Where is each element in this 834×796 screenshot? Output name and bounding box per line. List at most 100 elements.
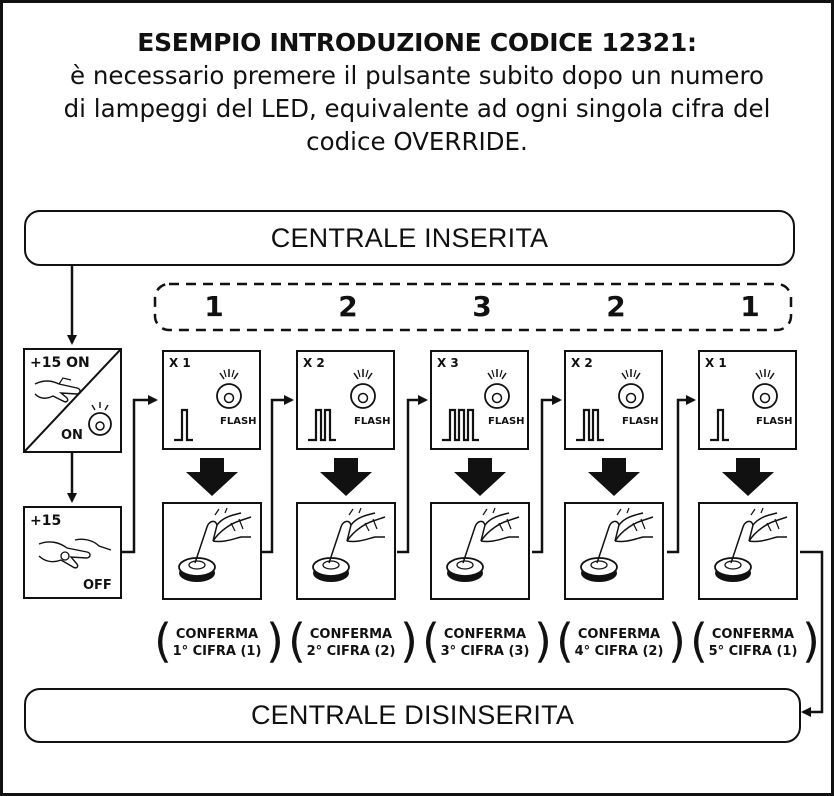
button-press-box <box>564 502 664 600</box>
caption-line-1: CONFERMA <box>711 627 795 642</box>
pulse-train-icon <box>576 408 604 442</box>
caption-line-2: 5° CIFRA (1) <box>708 644 798 659</box>
connector-step3-step4 <box>532 395 562 554</box>
on-state-box: +15 ON ON <box>23 348 122 453</box>
down-arrow-icon <box>588 458 640 496</box>
off-state-box: +15 OFF <box>23 506 122 599</box>
code-digit: 1 <box>740 290 760 323</box>
caption-text: CONFERMA 5° CIFRA (1) <box>698 626 808 660</box>
led-flash-box: X 1 FLASH <box>162 350 261 450</box>
code-digit: 3 <box>472 290 492 323</box>
bottom-state-box: CENTRALE DISINSERITA <box>24 688 801 743</box>
connector-start-step1 <box>122 395 158 554</box>
finger-press-icon <box>580 507 654 582</box>
caption-line-1: CONFERMA <box>443 627 527 642</box>
connector-step4-step5 <box>667 395 696 554</box>
pulse-train-icon <box>174 408 193 442</box>
paren-right: ) <box>534 614 552 668</box>
finger-press-icon <box>714 507 788 582</box>
paren-right: ) <box>802 614 820 668</box>
connector-step1-step2 <box>262 395 294 554</box>
caption-line-2: 3° CIFRA (3) <box>440 644 530 659</box>
flash-count: X 1 <box>169 356 191 370</box>
page-title: ESEMPIO INTRODUZIONE CODICE 12321: <box>137 28 697 57</box>
description-line-3: codice OVERRIDE. <box>306 127 528 156</box>
code-digit: 1 <box>204 290 224 323</box>
connector-step5-end <box>800 550 824 717</box>
caption-text: CONFERMA 2° CIFRA (2) <box>296 626 406 660</box>
button-press-box <box>162 502 262 600</box>
down-arrow-icon <box>186 458 238 496</box>
hand-remote-icon <box>34 377 81 403</box>
paren-right: ) <box>400 614 418 668</box>
description: è necessario premere il pulsante subito … <box>20 59 814 158</box>
led-flash-box: X 2 FLASH <box>296 350 395 450</box>
off-label: OFF <box>83 578 112 593</box>
paren-right: ) <box>266 614 284 668</box>
flash-count: X 1 <box>705 356 727 370</box>
finger-press-icon <box>446 507 520 582</box>
led-icon <box>618 369 644 409</box>
digits-dashed-box <box>153 282 793 332</box>
led-icon <box>350 369 376 409</box>
finger-press-icon <box>178 507 252 582</box>
down-arrow-icon <box>722 458 774 496</box>
description-line-1: è necessario premere il pulsante subito … <box>69 61 765 90</box>
button-press-box <box>430 502 530 600</box>
led-flash-box: X 2 FLASH <box>564 350 663 450</box>
header: ESEMPIO INTRODUZIONE CODICE 12321: è nec… <box>20 28 814 158</box>
flash-count: X 3 <box>437 356 459 370</box>
hand-press-icon <box>38 538 112 569</box>
off-tag: +15 <box>30 513 62 529</box>
paren-left: ( <box>690 614 708 668</box>
flash-label: FLASH <box>354 416 391 427</box>
caption-line-1: CONFERMA <box>175 627 259 642</box>
code-digit: 2 <box>338 290 358 323</box>
finger-press-icon <box>312 507 386 582</box>
paren-left: ( <box>556 614 574 668</box>
caption-line-2: 4° CIFRA (2) <box>574 644 664 659</box>
caption-line-2: 1° CIFRA (1) <box>172 644 262 659</box>
flash-label: FLASH <box>622 416 659 427</box>
paren-right: ) <box>668 614 686 668</box>
caption-line-1: CONFERMA <box>577 627 661 642</box>
flash-label: FLASH <box>756 416 793 427</box>
description-line-2: di lampeggi del LED, equivalente ad ogni… <box>63 94 771 123</box>
paren-left: ( <box>154 614 172 668</box>
on-off-diagonal <box>25 350 120 451</box>
flash-count: X 2 <box>303 356 325 370</box>
button-press-box <box>296 502 396 600</box>
led-icon <box>216 369 242 409</box>
button-press-box <box>698 502 798 600</box>
on-tag: +15 ON <box>30 355 90 371</box>
caption-line-2: 2° CIFRA (2) <box>306 644 396 659</box>
pulse-train-icon <box>710 408 729 442</box>
down-arrow-icon <box>320 458 372 496</box>
top-state-box: CENTRALE INSERITA <box>24 210 795 266</box>
led-icon <box>752 369 778 409</box>
pulse-train-icon <box>442 408 479 442</box>
led-icon <box>484 369 510 409</box>
led-flash-box: X 1 FLASH <box>698 350 797 450</box>
code-digit: 2 <box>606 290 626 323</box>
led-flash-box: X 3 FLASH <box>430 350 529 450</box>
pulse-train-icon <box>308 408 336 442</box>
flash-count: X 2 <box>571 356 593 370</box>
caption-text: CONFERMA 3° CIFRA (3) <box>430 626 540 660</box>
paren-left: ( <box>288 614 306 668</box>
caption-text: CONFERMA 4° CIFRA (2) <box>564 626 674 660</box>
caption-line-1: CONFERMA <box>309 627 393 642</box>
connector-step2-step3 <box>397 395 428 554</box>
led-icon <box>88 402 112 436</box>
paren-left: ( <box>422 614 440 668</box>
on-label: ON <box>61 428 83 443</box>
flash-label: FLASH <box>488 416 525 427</box>
flash-label: FLASH <box>220 416 257 427</box>
